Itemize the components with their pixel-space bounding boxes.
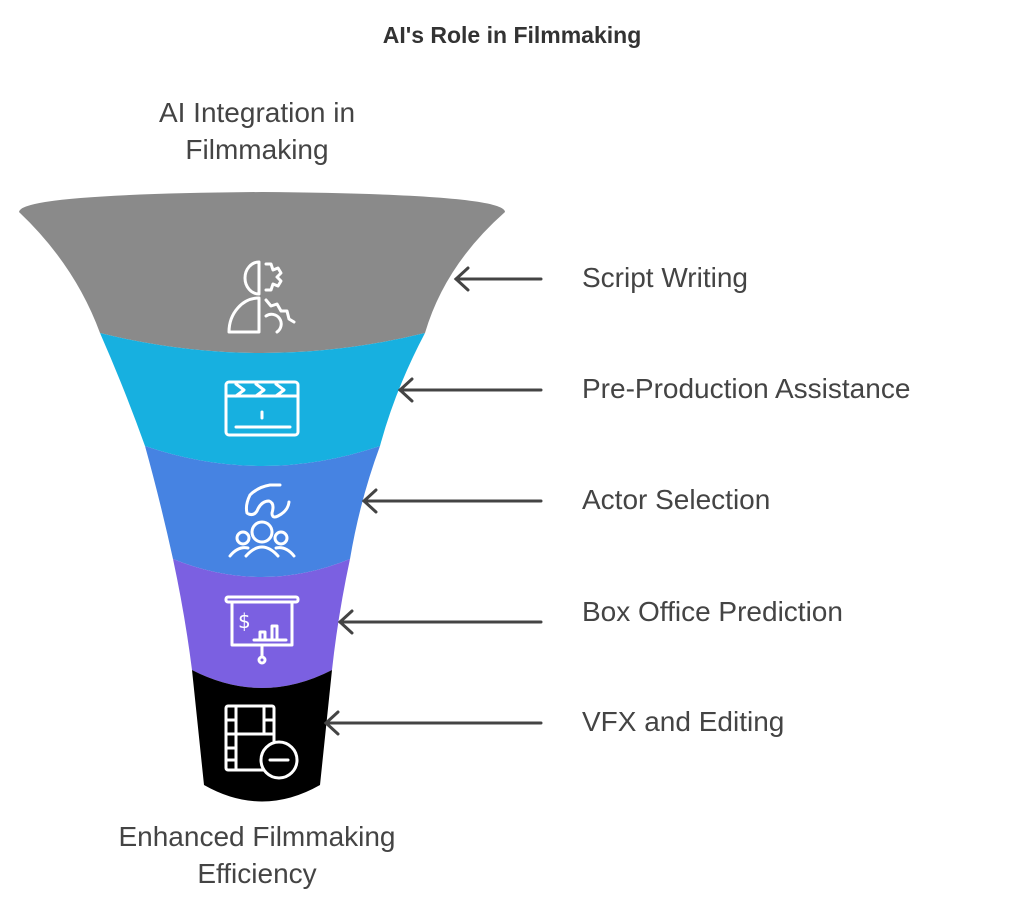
stage-label-actor-selection: Actor Selection [582,484,771,515]
presentation-dollar-chart-icon: $ [224,595,300,665]
top-label-line: AI Integration in [158,97,356,128]
arrow [453,266,543,292]
funnel-band-pre-production [100,333,425,466]
funnel-band-actor-selection [145,446,380,577]
diagram-title: AI's Role in Filmmaking [382,22,642,48]
stage-label-script-writing: Script Writing [582,262,748,293]
stage-label-pre-production: Pre-Production Assistance [582,373,911,404]
film-minus-icon [224,704,299,780]
arrow [323,710,543,736]
clapperboard-icon [224,380,300,437]
arrow [337,609,543,635]
arrow [361,488,543,514]
stage-label-vfx: VFX and Editing [582,706,785,737]
top-label: AI Integration in Filmmaking [57,94,457,168]
hand-picking-people-icon [228,483,296,558]
person-gear-icon [227,260,296,334]
funnel-band-box-office [173,559,350,688]
funnel-band-script-writing [19,192,505,353]
stage-label-box-office: Box Office Prediction [582,596,843,627]
bottom-label-line: Efficiency [197,858,317,889]
svg-text:$: $ [238,609,251,633]
top-label-line: Filmmaking [185,134,329,165]
bottom-label-line: Enhanced Filmmaking [118,821,396,852]
arrow [397,377,543,403]
funnel-band-vfx [192,670,332,802]
